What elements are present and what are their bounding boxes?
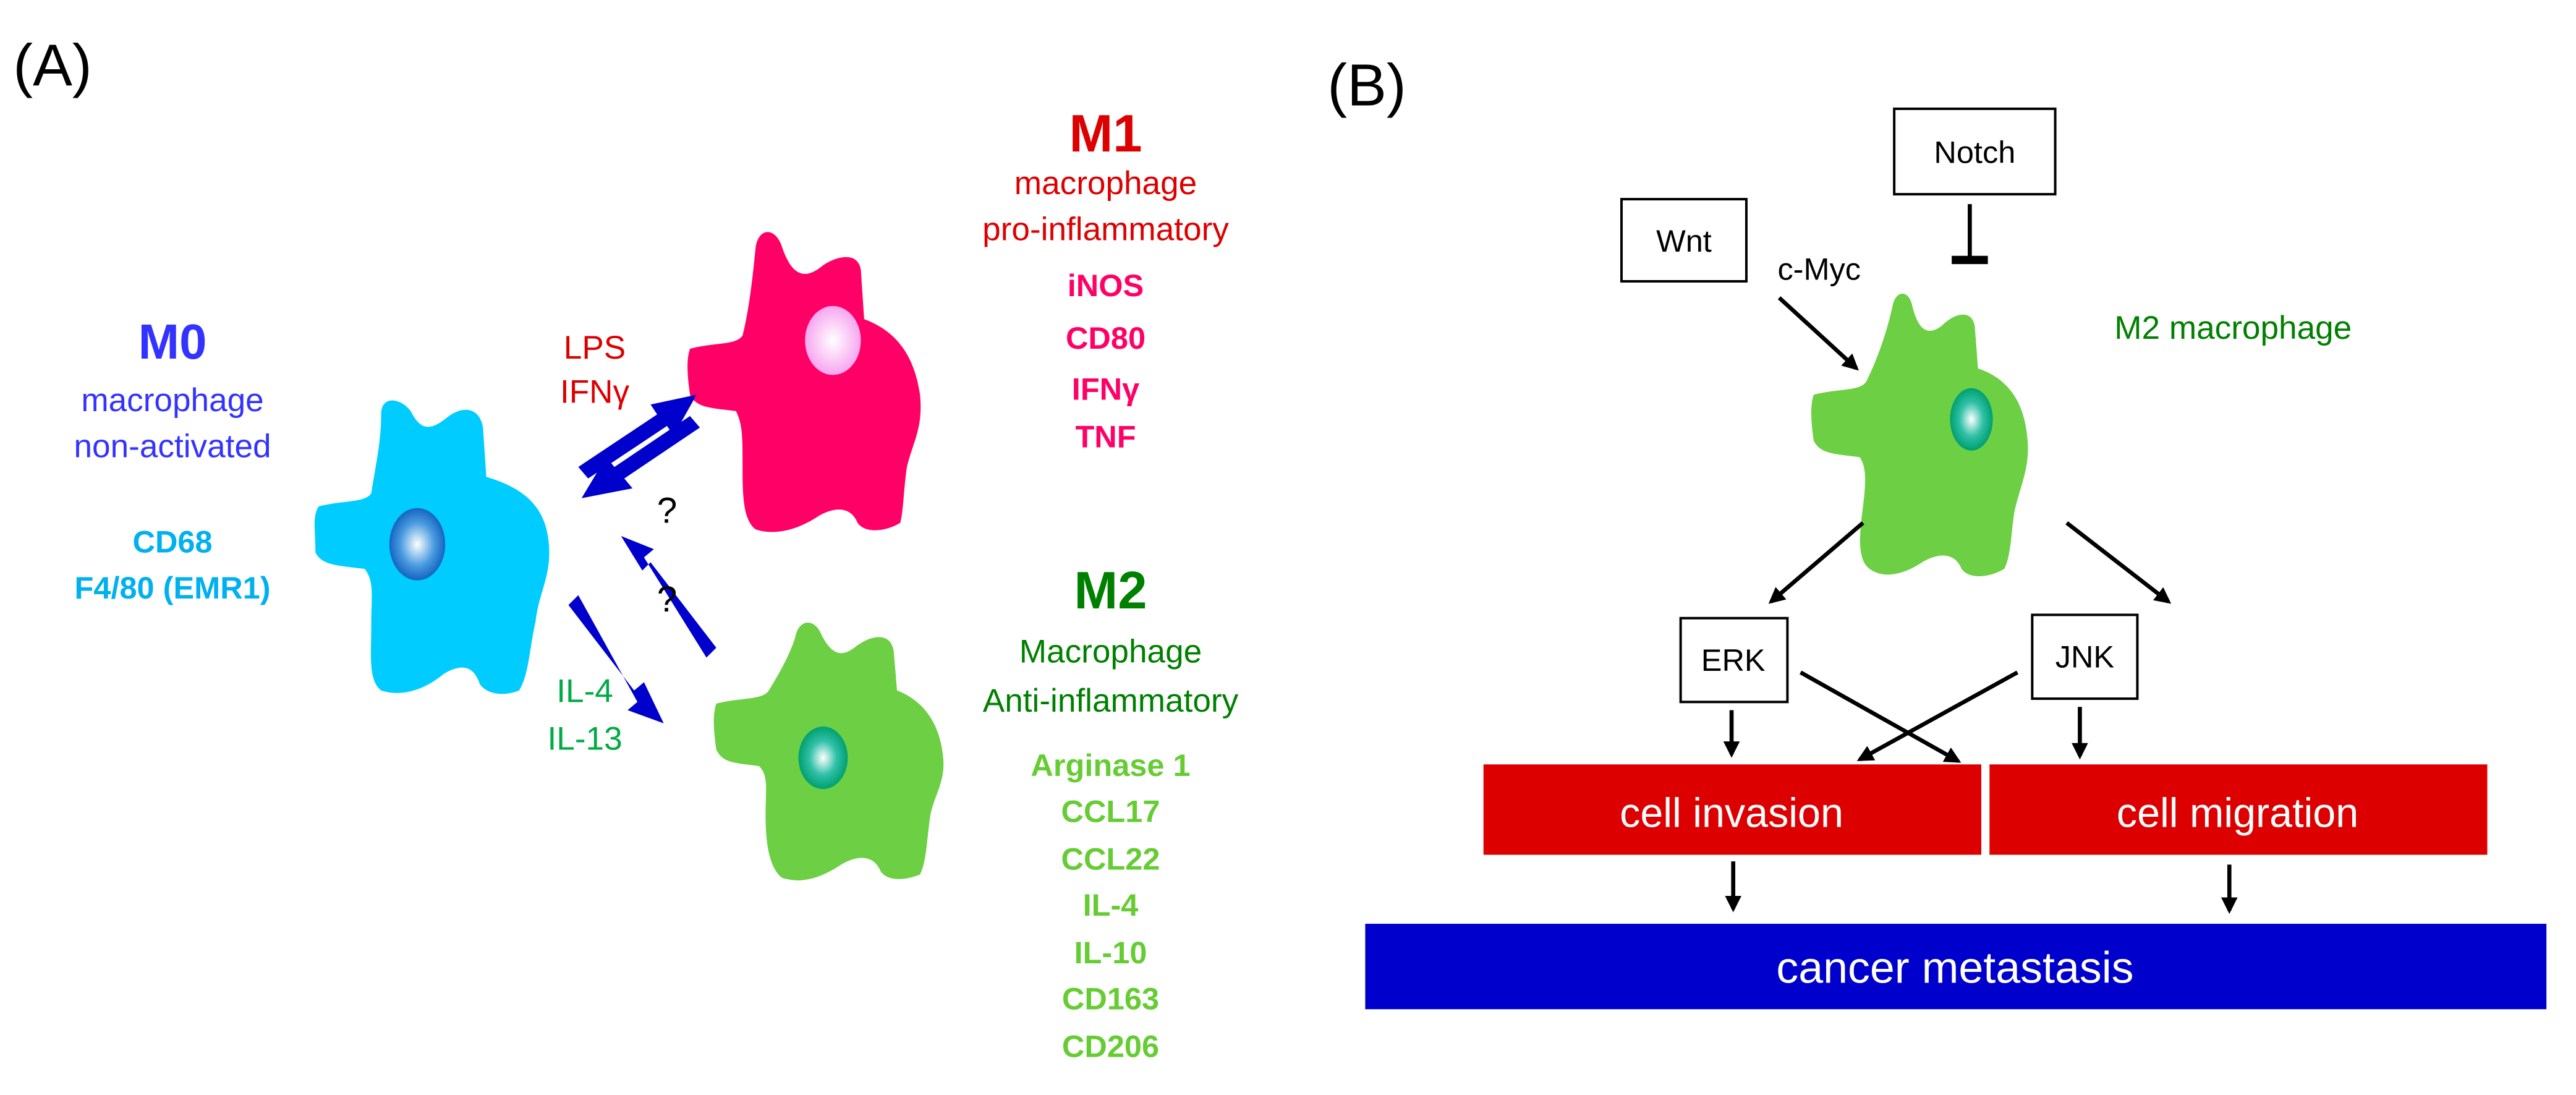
m1-cell-body bbox=[687, 232, 921, 532]
m2-macrophage-nucleus bbox=[1950, 388, 1993, 451]
m2-cell bbox=[713, 623, 944, 880]
m1-marker-1: iNOS bbox=[1068, 268, 1144, 303]
erk-node: ERK bbox=[1679, 616, 1789, 704]
arrow-cell-to-erk bbox=[1768, 521, 1864, 604]
m1-label-group: M1 macrophage pro-inflammatory iNOS CD80… bbox=[982, 104, 1229, 454]
wnt-box bbox=[1620, 198, 1748, 283]
arrow-m0-to-m1 bbox=[578, 394, 697, 479]
arrow-erk-to-migration bbox=[1800, 670, 1962, 763]
m2-label-group: M2 Macrophage Anti-inflammatory Arginase… bbox=[983, 561, 1239, 1064]
m0-label-group: M0 macrophage non-activated CD68 F4/80 (… bbox=[74, 314, 271, 605]
m2-stimuli: IL-4 IL-13 bbox=[548, 673, 623, 757]
m2-marker-4: IL-4 bbox=[1083, 887, 1139, 922]
m1-cell bbox=[687, 232, 921, 532]
m0-cell bbox=[314, 400, 550, 694]
m0-m1-arrows bbox=[578, 394, 700, 498]
m0-title: M0 bbox=[138, 314, 207, 369]
arrow-m1-to-m0 bbox=[581, 415, 700, 498]
m1-title: M1 bbox=[1069, 104, 1142, 163]
m2-marker-1: Arginase 1 bbox=[1031, 748, 1190, 783]
metastasis-box bbox=[1365, 924, 2547, 1010]
m2-title: M2 bbox=[1074, 561, 1147, 620]
m2-macrophage-cell bbox=[1811, 293, 2028, 577]
stimulus-ifng: IFNγ bbox=[560, 374, 630, 411]
arrow-cell-to-jnk bbox=[2065, 521, 2172, 604]
arrow-jnk-to-invasion bbox=[1856, 670, 2019, 762]
notch-box bbox=[1893, 107, 2057, 196]
wnt-activation-arrow bbox=[1777, 296, 1859, 371]
migration-node: cell migration bbox=[1989, 764, 2488, 855]
m1-stimuli: LPS IFNγ bbox=[560, 330, 630, 411]
panel-b-label: (B) bbox=[1327, 53, 1406, 119]
question-mark-m2: ? bbox=[657, 579, 678, 620]
cmyc-label: c-Myc bbox=[1777, 251, 1861, 286]
notch-inhibition bbox=[1952, 204, 1988, 265]
m0-subtitle-1: macrophage bbox=[81, 382, 263, 419]
metastasis-text: cancer metastasis bbox=[1776, 944, 2133, 993]
m0-marker-2: F4/80 (EMR1) bbox=[75, 570, 271, 605]
jnk-node: JNK bbox=[2031, 613, 2139, 700]
invasion-node: cell invasion bbox=[1483, 764, 1981, 855]
m2-marker-3: CCL22 bbox=[1061, 841, 1160, 876]
metastasis-node: cancer metastasis bbox=[1365, 924, 2547, 1010]
question-mark-m1: ? bbox=[657, 491, 678, 531]
wnt-text: Wnt bbox=[1656, 223, 1712, 258]
erk-text: ERK bbox=[1701, 642, 1766, 678]
m0-nucleus bbox=[389, 508, 446, 581]
invasion-text: cell invasion bbox=[1620, 790, 1843, 836]
m2-subtitle-2: Anti-inflammatory bbox=[983, 683, 1239, 719]
m1-marker-2: CD80 bbox=[1066, 320, 1146, 356]
stimulus-il4: IL-4 bbox=[556, 673, 613, 709]
m2-nucleus bbox=[798, 726, 848, 790]
m0-marker-1: CD68 bbox=[133, 524, 213, 559]
m2-marker-2: CCL17 bbox=[1061, 793, 1160, 829]
m2-subtitle-1: Macrophage bbox=[1019, 634, 1202, 670]
migration-box bbox=[1989, 764, 2488, 855]
migration-text: cell migration bbox=[2117, 790, 2358, 836]
panel-a-label: (A) bbox=[13, 33, 92, 99]
m0-subtitle-2: non-activated bbox=[74, 428, 271, 464]
jnk-box bbox=[2031, 613, 2139, 700]
m1-marker-4: TNF bbox=[1075, 419, 1136, 454]
wnt-node: Wnt bbox=[1620, 198, 1748, 283]
erk-box bbox=[1679, 616, 1789, 704]
invasion-box bbox=[1483, 764, 1981, 855]
m1-subtitle-1: macrophage bbox=[1014, 165, 1197, 202]
m0-m2-arrows bbox=[568, 535, 716, 723]
m1-nucleus bbox=[805, 305, 861, 375]
m1-subtitle-2: pro-inflammatory bbox=[982, 211, 1229, 248]
m2-marker-7: CD206 bbox=[1062, 1028, 1159, 1063]
m2-macrophage-label: M2 macrophage bbox=[2114, 310, 2352, 346]
m2-marker-5: IL-10 bbox=[1074, 935, 1147, 970]
stimulus-lps: LPS bbox=[564, 330, 626, 366]
notch-node: Notch bbox=[1893, 107, 2057, 196]
stimulus-il13: IL-13 bbox=[548, 720, 623, 757]
jnk-text: JNK bbox=[2055, 639, 2115, 674]
m1-marker-3: IFNγ bbox=[1072, 371, 1139, 406]
m2-macrophage-body bbox=[1811, 293, 2028, 577]
arrow-m0-to-m2 bbox=[568, 595, 664, 723]
arrow-m2-to-m0 bbox=[621, 535, 716, 658]
m2-marker-6: CD163 bbox=[1062, 981, 1159, 1016]
notch-text: Notch bbox=[1934, 135, 2015, 170]
